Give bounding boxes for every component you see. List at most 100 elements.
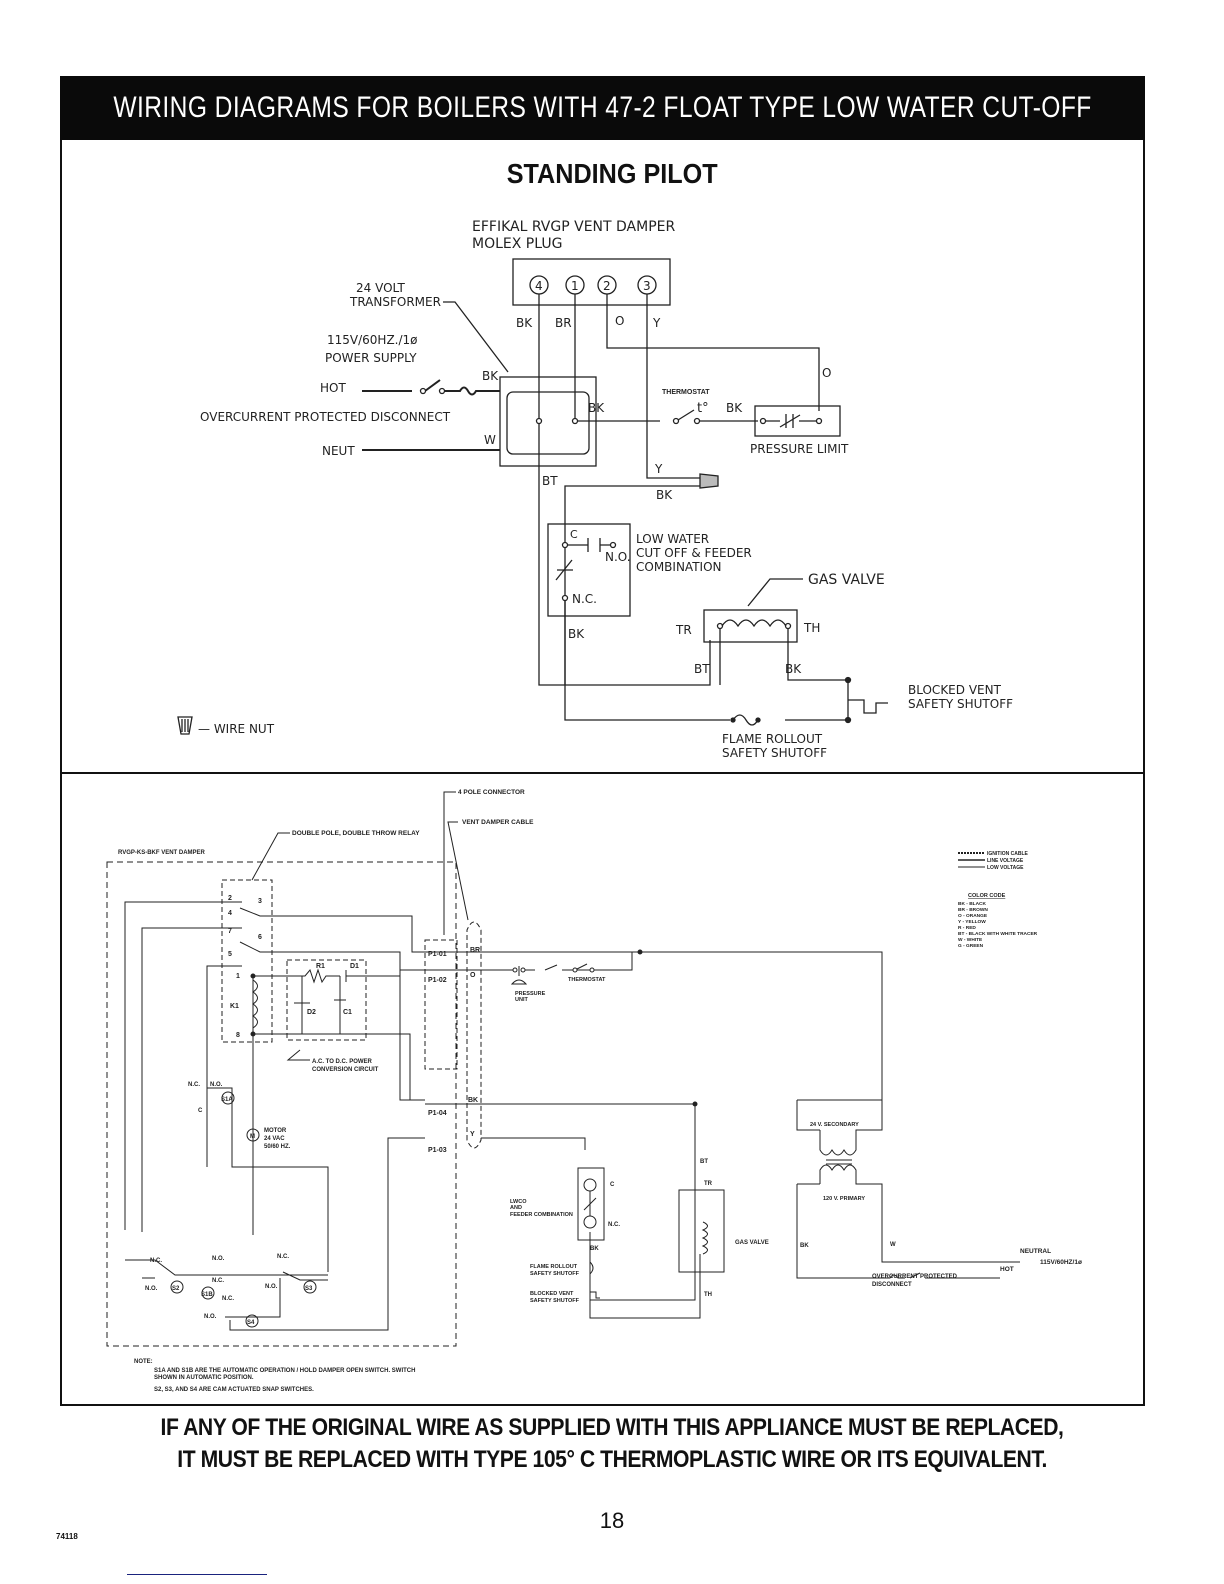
- pin-label: 1: [571, 279, 579, 293]
- terminal-label: N.C.: [212, 1278, 224, 1284]
- wire-y: [229, 1137, 425, 1331]
- acdc-label: A.C. TO D.C. POWER: [312, 1059, 373, 1065]
- connector-label: P1-03: [428, 1147, 447, 1154]
- pressure-limit: [754, 405, 841, 437]
- molex-plug: [512, 258, 671, 306]
- terminal-label: N.O.: [212, 1256, 225, 1262]
- terminal-label: N.C.: [572, 592, 597, 606]
- relay-boundary: [221, 879, 273, 1043]
- relay-pin: 2: [228, 895, 232, 902]
- pressure-unit-label-2: UNIT: [515, 997, 528, 1003]
- pressure-limit-label: PRESSURE LIMIT: [750, 442, 849, 456]
- lwco-label-3: FEEDER COMBINATION: [510, 1212, 573, 1218]
- wire-o: [425, 952, 633, 971]
- terminal-label: C: [198, 1108, 203, 1114]
- connector-label: P1-02: [428, 977, 447, 984]
- wire-bk-junction: [564, 485, 700, 685]
- wire-color-label: BK: [516, 316, 533, 330]
- wire-label: BK: [590, 1246, 599, 1252]
- blocked-vent-label-2: SAFETY SHUTOFF: [908, 697, 1013, 711]
- gas-valve-label: GAS VALVE: [735, 1240, 769, 1246]
- color-code-item: BK - BLACK: [958, 901, 987, 907]
- switch-s1a: [221, 1091, 235, 1105]
- r1-label: R1: [316, 963, 325, 970]
- terminal-label: N.O.: [210, 1082, 223, 1088]
- terminal-label: N.C.: [608, 1222, 620, 1228]
- terminal-label: N.O.: [204, 1314, 217, 1320]
- wire-bk-lwco: [564, 601, 730, 721]
- blocked-vent-label: BLOCKED VENT: [908, 683, 1002, 697]
- connector-label: P1-01: [428, 951, 447, 958]
- terminal-label: TR: [704, 1181, 713, 1187]
- blocked-label-2: SAFETY SHUTOFF: [530, 1298, 580, 1304]
- replacement-warning-line-1: IF ANY OF THE ORIGINAL WIRE AS SUPPLIED …: [160, 1414, 1064, 1441]
- switch-label: S3: [305, 1286, 313, 1292]
- thermostat-label: THERMOSTAT: [568, 977, 606, 983]
- lwco-label-3: COMBINATION: [636, 560, 722, 574]
- page-header: WIRING DIAGRAMS FOR BOILERS WITH 47-2 FL…: [60, 76, 1145, 140]
- wire-label: BK: [588, 401, 605, 415]
- terminal-label: TH: [803, 621, 820, 635]
- replacement-warning-line-2: IT MUST BE REPLACED WITH TYPE 105° C THE…: [177, 1446, 1047, 1473]
- four-pole-label: 4 POLE CONNECTOR: [458, 789, 525, 796]
- terminal-label: N.C.: [222, 1296, 234, 1302]
- wire-label: BK: [800, 1243, 809, 1249]
- wire-o-pin2: [606, 294, 820, 411]
- wire-label: W: [484, 433, 496, 447]
- gas-valve-leader: [747, 578, 803, 607]
- relay-pin: 8: [236, 1032, 240, 1039]
- switch-label: S1A: [221, 1097, 233, 1103]
- wire-label: BK: [785, 662, 802, 676]
- acdc-label-2: CONVERSION CIRCUIT: [312, 1067, 379, 1073]
- switch-label: S4: [247, 1320, 255, 1326]
- wire-label: BK: [568, 627, 585, 641]
- power-supply-label: 115V/60HZ./1ø: [327, 333, 418, 347]
- power-label: 115V/60HZ/1ø: [1040, 1259, 1082, 1266]
- rollout-label-2: SAFETY SHUTOFF: [530, 1271, 580, 1277]
- flame-rollout-icon: [732, 714, 759, 726]
- relay-pin: 7: [228, 928, 232, 935]
- page-number: 18: [599, 1508, 625, 1533]
- thermostat-symbol: t°: [697, 401, 709, 416]
- color-code-item: R - RED: [958, 925, 976, 931]
- relay-pin: 1: [236, 973, 240, 980]
- color-code-item: O - ORANGE: [958, 913, 988, 919]
- wire-color-label: Y: [652, 316, 661, 330]
- gas-valve-label: GAS VALVE: [808, 572, 885, 588]
- legend-item: LINE VOLTAGE: [987, 858, 1024, 864]
- neut-label: NEUT: [322, 444, 355, 458]
- switch-s1b: [201, 1286, 215, 1300]
- pressure-unit-icon: [510, 966, 528, 985]
- pressure-unit-label: PRESSURE: [515, 991, 546, 997]
- terminal-label: N.O.: [605, 550, 631, 564]
- molex-label: EFFIKAL RVGP VENT DAMPER: [472, 219, 675, 235]
- k1-coil: [252, 979, 258, 1029]
- power-supply-label-2: POWER SUPPLY: [325, 351, 417, 365]
- switch-s3: [303, 1280, 317, 1294]
- hot-line: [362, 379, 500, 396]
- motor-label-2: 24 VAC: [264, 1136, 285, 1142]
- color-code-legend: COLOR CODE BK - BLACK BR - BROWN O - ORA…: [958, 893, 1038, 949]
- cable-color-label: Y: [470, 1131, 475, 1138]
- color-code-item: BR - BROWN: [958, 907, 988, 913]
- color-code-item: Y - YELLOW: [958, 919, 986, 925]
- color-code-item: G - GREEN: [958, 943, 984, 949]
- transformer-label-2: TRANSFORMER: [349, 295, 441, 309]
- wire-label: W: [890, 1242, 896, 1248]
- switch-s2: [170, 1280, 184, 1294]
- terminal-label: TR: [675, 623, 692, 637]
- connector-label: P1-04: [428, 1110, 447, 1117]
- wire-label: BT: [700, 1159, 708, 1165]
- molex-pins: 4 1 2 3: [529, 275, 657, 295]
- wire-color-label: O: [615, 314, 624, 328]
- switch-label: S2: [172, 1286, 180, 1292]
- gas-valve: [678, 1189, 725, 1273]
- damper-label: RVGP-KS-BKF VENT DAMPER: [118, 850, 206, 856]
- relay-pin: 6: [258, 934, 262, 941]
- switch-label: S1B: [201, 1292, 213, 1298]
- wire-nut-legend: — WIRE NUT: [198, 722, 275, 736]
- flame-rollout-icon: [589, 1261, 594, 1275]
- terminal-label: N.O.: [265, 1284, 278, 1290]
- note-line: SHOWN IN AUTOMATIC POSITION.: [154, 1375, 254, 1381]
- ladder-diagram: 4 POLE CONNECTOR VENT DAMPER CABLE DOUBL…: [106, 789, 1082, 1393]
